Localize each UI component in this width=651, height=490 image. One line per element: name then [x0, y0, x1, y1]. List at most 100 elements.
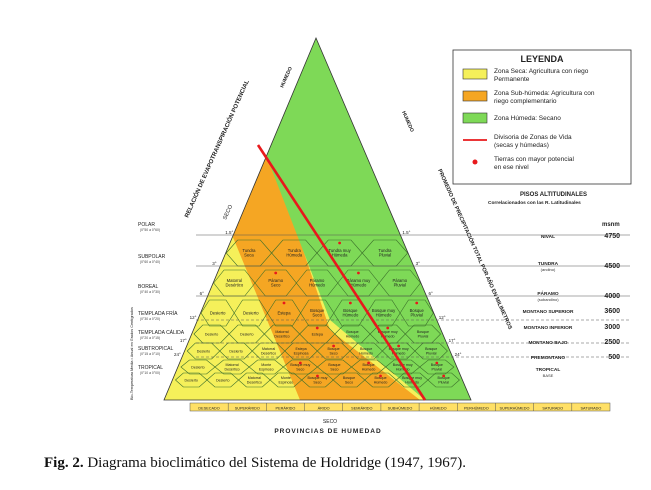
latitudinal-regions: POLAR(0°50 a 0°60)SUBPOLAR(0°60 a 0°40)B… — [138, 222, 185, 375]
divide-line — [256, 144, 427, 401]
piso-sub: (andino) — [541, 267, 556, 272]
potential-dot — [274, 271, 278, 275]
province-label: PERHÚMEDO — [464, 406, 489, 411]
legend-label: Zona Sub-húmeda: Agricultura con — [494, 90, 595, 97]
region-range: (0°30 a 0°20) — [140, 317, 160, 321]
temp-tick-left: 6° — [200, 291, 205, 296]
potential-dot — [338, 241, 342, 245]
seco-label: SECO — [222, 203, 234, 220]
potential-dot — [315, 326, 319, 330]
life-zone-label: Desierto — [240, 332, 253, 336]
province-label: SATURADO — [542, 407, 563, 411]
legend-dot-key — [472, 159, 478, 165]
life-zone-label: Desierto — [210, 310, 226, 315]
left-vertical-label: Bio-Temperatura Media • Anual en Grados … — [130, 307, 134, 400]
msnm-label: msnm — [602, 222, 620, 228]
piso-sub: (subandino) — [537, 297, 559, 302]
temp-tick-right: 3° — [416, 261, 421, 266]
province-label: DESECADO — [198, 407, 219, 411]
legend-label: Zona Seca: Agricultura con riego — [494, 68, 589, 75]
legend-label-line2: Permanente — [494, 76, 530, 83]
humid-zone-fill — [258, 38, 471, 400]
potential-dot — [397, 344, 401, 348]
temp-tick-left: 3° — [212, 261, 217, 266]
temp-tick-right: 24° — [455, 352, 462, 357]
piso-sub: BASE — [543, 373, 554, 378]
region-name: TEMPLADA CÁLIDA — [138, 329, 185, 336]
piso-name: MONTANO SUPERIOR — [523, 309, 574, 315]
legend-label: Zona Húmeda: Secano — [494, 115, 561, 122]
province-label: ÁRIDO — [318, 407, 330, 411]
potential-dot — [435, 361, 439, 365]
potential-dot — [415, 301, 419, 305]
potential-dot — [442, 374, 446, 378]
province-label: PERÁRIDO — [276, 407, 296, 411]
triangle-outline — [163, 36, 472, 401]
piso-name: PÁRAMO — [537, 290, 559, 297]
piso-name: NIVAL — [541, 234, 555, 240]
legend-label-line2: riego complementario — [494, 98, 557, 105]
piso-altitude: 4000 — [604, 293, 620, 300]
piso-name: MONTANO INFERIOR — [524, 325, 573, 331]
temp-tick-right: 17° — [449, 338, 456, 343]
legend-swatch — [462, 112, 488, 124]
temp-tick-left: 1.5° — [225, 230, 233, 235]
province-label: SATURADO — [580, 407, 601, 411]
region-range: (0°50 a 0°60) — [140, 228, 160, 232]
life-zone-hexagon — [404, 324, 442, 344]
province-label: SEMIÁRIDO — [351, 407, 372, 411]
region-range: (0°20 a 0°15) — [140, 336, 160, 340]
legend-label-line2: en ese nivel — [494, 164, 529, 171]
life-zone-label: Desierto — [229, 349, 242, 353]
life-zone-label: Desierto — [185, 378, 198, 382]
temp-tick-right: 1.5° — [402, 230, 410, 235]
potential-dot — [357, 271, 360, 275]
potential-dot — [348, 301, 352, 305]
region-name: TEMPLADA FRÍA — [138, 310, 178, 317]
piso-name: TUNDRA — [538, 261, 559, 267]
piso-altitude: 500 — [608, 354, 620, 361]
subhumid-zone-fill — [230, 150, 420, 400]
caption-text: Diagrama bioclimático del Sistema de Hol… — [87, 455, 466, 471]
piso-altitude: 3000 — [604, 324, 620, 331]
potential-dot — [298, 361, 302, 365]
life-zone-hexagon — [419, 359, 455, 375]
bottom-title: PROVINCIAS DE HUMEDAD — [274, 428, 381, 435]
pisos-subtitle: Correlacionados con las R. Latitudinales — [488, 200, 581, 206]
piso-altitude: 2500 — [604, 339, 620, 346]
legend-title: LEYENDA — [520, 54, 564, 64]
humedo-right-label: HUMEDO — [400, 110, 415, 133]
piso-altitude: 4500 — [604, 263, 620, 270]
temp-tick-left: 12° — [190, 315, 197, 320]
region-range: (0°15 a 0°10) — [140, 352, 160, 356]
temp-tick-left: 17° — [180, 338, 187, 343]
life-zone-label: Estepa — [312, 332, 323, 336]
temp-tick-right: 6° — [428, 291, 433, 296]
piso-altitude: 3600 — [604, 308, 620, 315]
life-zone-label: Desierto — [243, 310, 259, 315]
